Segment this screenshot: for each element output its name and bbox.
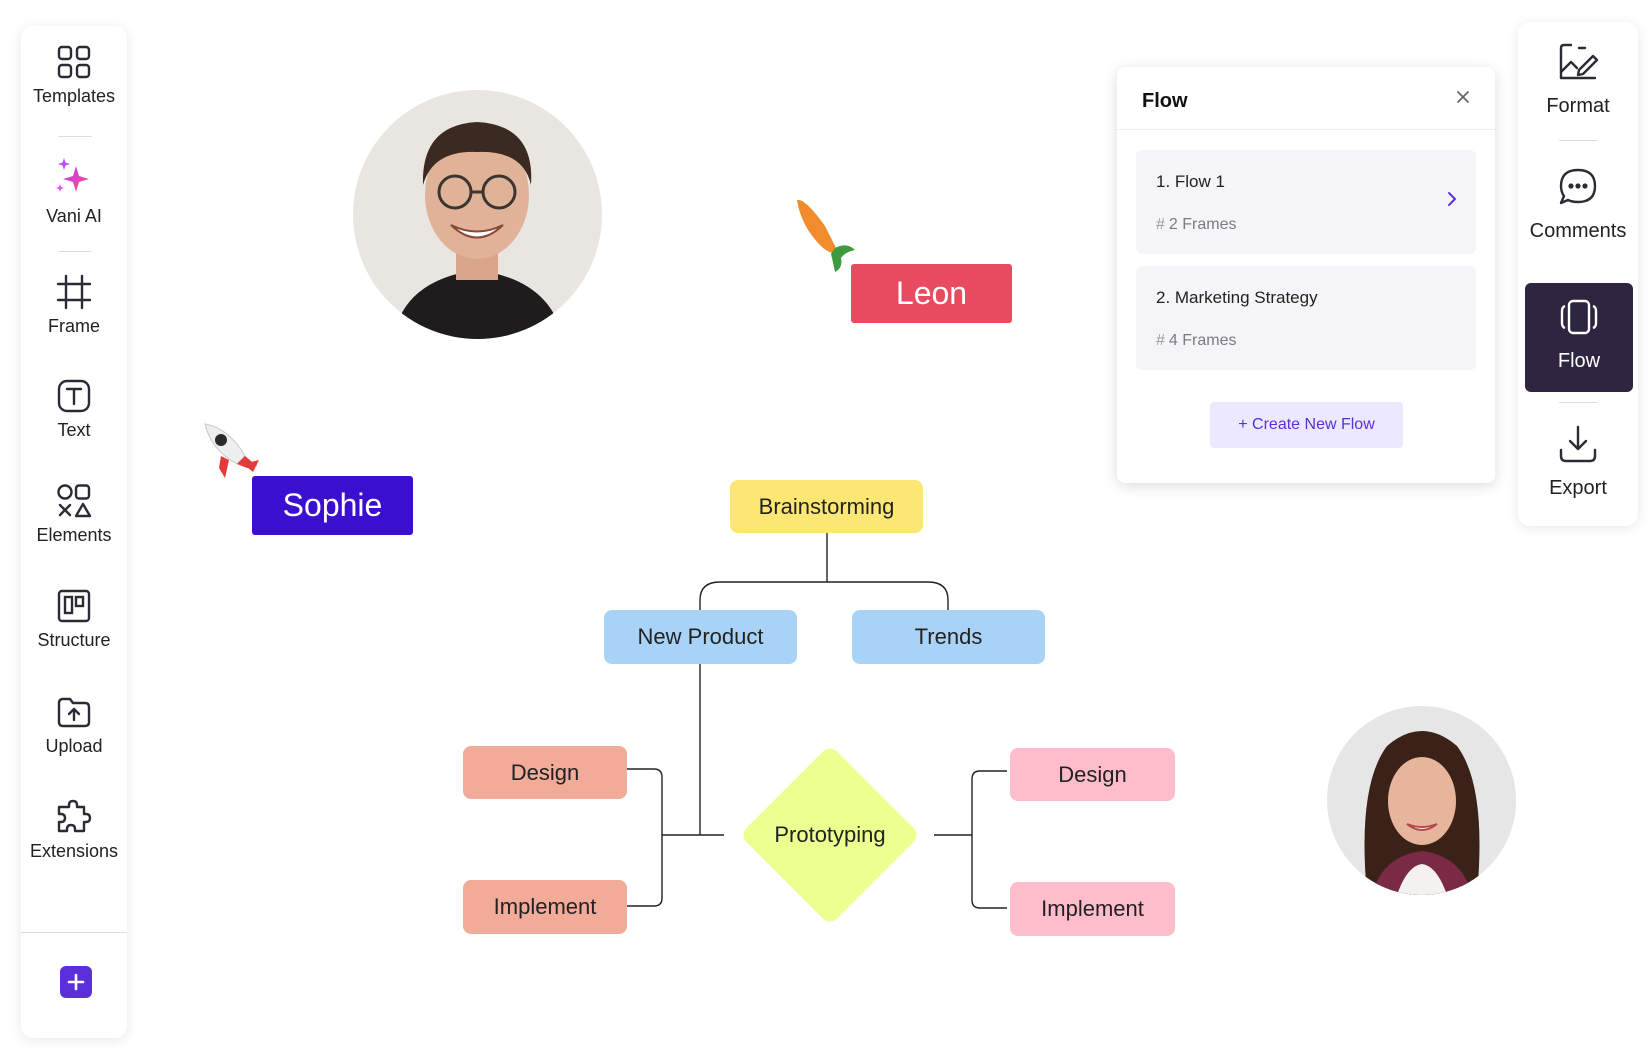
cursor-label-leon: Leon	[851, 264, 1012, 323]
avatar-woman-photo	[1364, 731, 1480, 895]
divider	[1559, 140, 1597, 141]
tool-upload[interactable]: Upload	[21, 694, 127, 757]
tool-label: Elements	[36, 525, 112, 545]
flow-icon	[1560, 299, 1598, 335]
mindmap-node-left[interactable]: Implement	[463, 880, 627, 934]
mindmap-node-branch[interactable]: New Product	[604, 610, 797, 664]
tool-label: Frame	[47, 316, 100, 336]
tool-extensions[interactable]: Extensions	[21, 799, 127, 862]
text-icon	[57, 379, 91, 413]
export-icon	[1559, 425, 1597, 463]
cursor-label-sophie: Sophie	[252, 476, 413, 535]
tool-templates[interactable]: Templates	[21, 44, 127, 107]
add-button[interactable]	[60, 966, 92, 998]
divider	[1559, 402, 1597, 403]
mindmap-node-branch[interactable]: Trends	[852, 610, 1045, 664]
sparkle-icon	[56, 158, 89, 192]
structure-icon	[57, 589, 91, 623]
tool-label: Format	[1546, 95, 1610, 117]
flow-panel-title: Flow	[1142, 90, 1188, 112]
close-icon[interactable]	[1453, 87, 1473, 107]
plus-icon	[67, 973, 85, 991]
tool-frame[interactable]: Frame	[21, 274, 127, 337]
create-new-flow-button[interactable]: + Create New Flow	[1210, 402, 1403, 448]
tool-export[interactable]: Export	[1518, 424, 1638, 500]
tool-label: Vani AI	[46, 206, 102, 226]
avatar-woman	[1327, 706, 1516, 895]
mindmap-node-center[interactable]: Prototyping	[736, 744, 924, 926]
chevron-right-icon	[1448, 192, 1456, 206]
flow-name: 2. Marketing Strategy	[1156, 288, 1318, 307]
tool-comments[interactable]: Comments	[1518, 167, 1638, 243]
tool-label: Export	[1549, 477, 1607, 499]
tool-label: Flow	[1557, 350, 1601, 372]
upload-icon	[57, 697, 91, 728]
right-toolbar: Format Comments Flow Export	[1518, 22, 1638, 526]
left-toolbar: Templates Vani AI Frame Text Elem	[21, 26, 127, 1038]
divider	[58, 251, 92, 252]
tool-label: Upload	[45, 736, 103, 756]
divider	[21, 932, 127, 933]
frame-icon	[56, 274, 92, 310]
flow-frame-count: #2 Frames	[1156, 216, 1237, 233]
tool-label: Structure	[37, 630, 111, 650]
flow-panel: Flow 1. Flow 1 #2 Frames 2. Marketing St…	[1117, 67, 1495, 483]
elements-icon	[57, 484, 92, 518]
templates-icon	[57, 45, 91, 79]
tool-vani-ai[interactable]: Vani AI	[21, 156, 127, 227]
tool-label: Templates	[32, 86, 116, 106]
format-icon	[1559, 43, 1599, 80]
tool-flow[interactable]: Flow	[1525, 283, 1633, 392]
divider	[58, 136, 92, 137]
avatar-man-photo	[393, 122, 563, 339]
tool-structure[interactable]: Structure	[21, 588, 127, 651]
flow-frame-count: #4 Frames	[1156, 332, 1237, 349]
hash-icon: #	[1156, 216, 1165, 233]
comments-icon	[1559, 168, 1597, 205]
rocket-icon	[199, 420, 267, 488]
flow-list-item[interactable]: 1. Flow 1 #2 Frames	[1136, 150, 1476, 254]
carrot-icon	[795, 196, 865, 276]
mindmap-node-right[interactable]: Design	[1010, 748, 1175, 801]
mindmap-node-root[interactable]: Brainstorming	[730, 480, 923, 533]
flow-name: 1. Flow 1	[1156, 172, 1225, 191]
extensions-icon	[57, 799, 92, 833]
mindmap-node-center-label: Prototyping	[774, 822, 886, 847]
mindmap-node-right[interactable]: Implement	[1010, 882, 1175, 936]
tool-text[interactable]: Text	[21, 378, 127, 441]
tool-elements[interactable]: Elements	[21, 483, 127, 546]
tool-format[interactable]: Format	[1518, 42, 1638, 118]
tool-label: Comments	[1529, 220, 1627, 242]
hash-icon: #	[1156, 332, 1165, 349]
tool-label: Text	[57, 420, 91, 440]
mindmap-node-left[interactable]: Design	[463, 746, 627, 799]
flow-panel-header: Flow	[1117, 67, 1495, 130]
flow-list-item[interactable]: 2. Marketing Strategy #4 Frames	[1136, 266, 1476, 370]
tool-label: Extensions	[29, 841, 119, 861]
avatar-man	[353, 90, 602, 339]
